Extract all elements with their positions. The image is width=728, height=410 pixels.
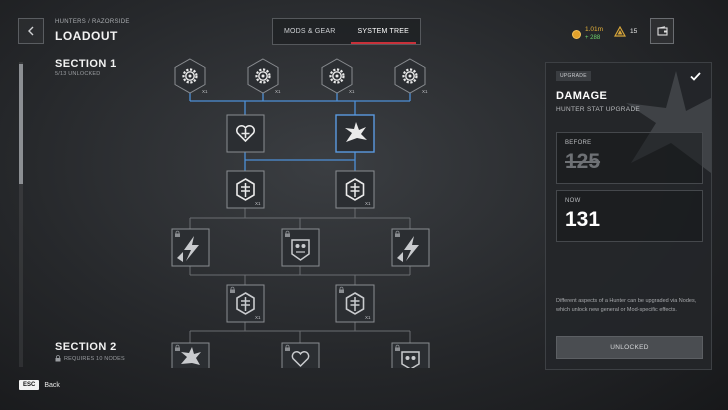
token-triangle-icon — [614, 26, 626, 37]
burst-damage-icon — [345, 122, 367, 142]
node-count: X1 — [255, 315, 261, 320]
stat-now-box: NOW 131 — [556, 190, 703, 242]
node-count: X1 — [275, 89, 281, 94]
tokens-display: 15 — [614, 26, 637, 37]
node-count: X1 — [202, 89, 208, 94]
tree-node-locked[interactable] — [171, 228, 210, 267]
tree-node-gear[interactable] — [174, 58, 206, 94]
tree-node-armor[interactable]: X1 — [226, 170, 265, 209]
node-row-3: X1 X1 — [226, 170, 375, 209]
tree-node-locked[interactable] — [391, 228, 430, 267]
upgrade-detail-panel: UPGRADE DAMAGE HUNTER STAT UPGRADE BEFOR… — [545, 62, 712, 370]
heart-icon — [291, 351, 310, 368]
credits-amount: 1.01m — [585, 26, 604, 33]
node-row-4 — [171, 228, 430, 267]
armor-icon — [345, 178, 365, 201]
scroll-thumb[interactable] — [19, 64, 23, 184]
node-row-5: X1 X1 — [226, 284, 375, 323]
unlocked-connections — [189, 88, 411, 171]
credits-display: 1.01m + 288 — [572, 26, 603, 42]
credits-delta: + 288 — [585, 35, 601, 41]
armor-icon — [236, 178, 255, 201]
tree-node-gear[interactable] — [247, 58, 279, 94]
tree-node-locked[interactable] — [171, 342, 210, 368]
system-tree: X1 X1 X1 X1 X1 — [171, 58, 430, 368]
chevron-left-icon — [28, 26, 34, 36]
gear-icon — [182, 68, 198, 84]
node-row-2 — [226, 114, 375, 153]
lightning-icon — [184, 236, 199, 261]
section-1-subtitle: 5/13 UNLOCKED — [55, 71, 101, 77]
back-button[interactable] — [18, 18, 44, 44]
back-hint[interactable]: ESC Back — [19, 380, 60, 390]
section-2-subtitle: REQUIRES 10 NODES — [64, 355, 125, 362]
stat-before-value: 125 — [565, 150, 601, 173]
skull-shield-icon — [401, 351, 420, 368]
breadcrumb: HUNTERS / RAZORSIDE — [55, 19, 130, 25]
tab-bar: MODS & GEAR SYSTEM TREE — [272, 18, 421, 45]
stat-before-box: BEFORE 125 — [556, 132, 703, 184]
section-1-title: SECTION 1 — [55, 58, 117, 70]
tree-node-gear[interactable] — [394, 58, 426, 94]
wallet-icon — [656, 26, 668, 36]
tokens-amount: 15 — [630, 28, 638, 35]
node-count: X1 — [365, 315, 371, 320]
tab-mods-gear[interactable]: MODS & GEAR — [283, 28, 336, 35]
tree-node-heart[interactable] — [226, 114, 265, 153]
node-count: X1 — [422, 89, 428, 94]
lock-icon — [55, 355, 61, 362]
gear-icon — [255, 68, 271, 84]
armor-icon — [345, 292, 365, 315]
stat-before-label: BEFORE — [565, 140, 592, 146]
stat-now-label: NOW — [565, 198, 581, 204]
node-count: X1 — [349, 89, 355, 94]
upgrade-title: DAMAGE — [556, 90, 608, 102]
skull-shield-icon — [291, 239, 310, 261]
tree-node-locked[interactable] — [281, 228, 320, 267]
upgrade-description: Different aspects of a Hunter can be upg… — [556, 298, 697, 313]
tree-node-damage-selected[interactable] — [335, 114, 375, 153]
upgrade-subtitle: HUNTER STAT UPGRADE — [556, 106, 641, 113]
heart-icon — [236, 124, 255, 143]
gear-icon — [402, 68, 418, 84]
burst-damage-icon — [181, 347, 201, 365]
node-row-6 — [171, 342, 430, 368]
tree-node-locked[interactable] — [281, 342, 320, 368]
checkmark-icon — [690, 72, 701, 81]
lightning-icon — [404, 236, 419, 261]
esc-key: ESC — [19, 380, 40, 390]
section-2-requirement: REQUIRES 10 NODES — [55, 355, 125, 362]
node-count: X1 — [365, 201, 371, 206]
wallet-button[interactable] — [650, 18, 674, 44]
back-hint-label: Back — [44, 381, 60, 389]
tab-system-tree[interactable]: SYSTEM TREE — [347, 19, 421, 44]
tree-node-locked[interactable] — [391, 342, 430, 368]
locked-connections — [189, 208, 411, 343]
gear-icon — [329, 68, 345, 84]
tree-scrollbar[interactable] — [19, 62, 23, 367]
section-2-title: SECTION 2 — [55, 341, 117, 353]
tree-node-locked[interactable]: X1 — [335, 284, 375, 323]
tree-node-armor[interactable]: X1 — [335, 170, 375, 209]
unlocked-button[interactable]: UNLOCKED — [556, 336, 703, 359]
credits-coin-icon — [572, 29, 581, 39]
page-title: LOADOUT — [55, 29, 118, 43]
upgrade-badge: UPGRADE — [556, 71, 591, 81]
tree-node-gear[interactable] — [321, 58, 353, 94]
stat-now-value: 131 — [565, 208, 601, 231]
armor-icon — [236, 292, 255, 315]
node-row-1: X1 X1 X1 X1 — [174, 58, 428, 94]
node-count: X1 — [255, 201, 261, 206]
tree-node-locked[interactable]: X1 — [226, 284, 265, 323]
